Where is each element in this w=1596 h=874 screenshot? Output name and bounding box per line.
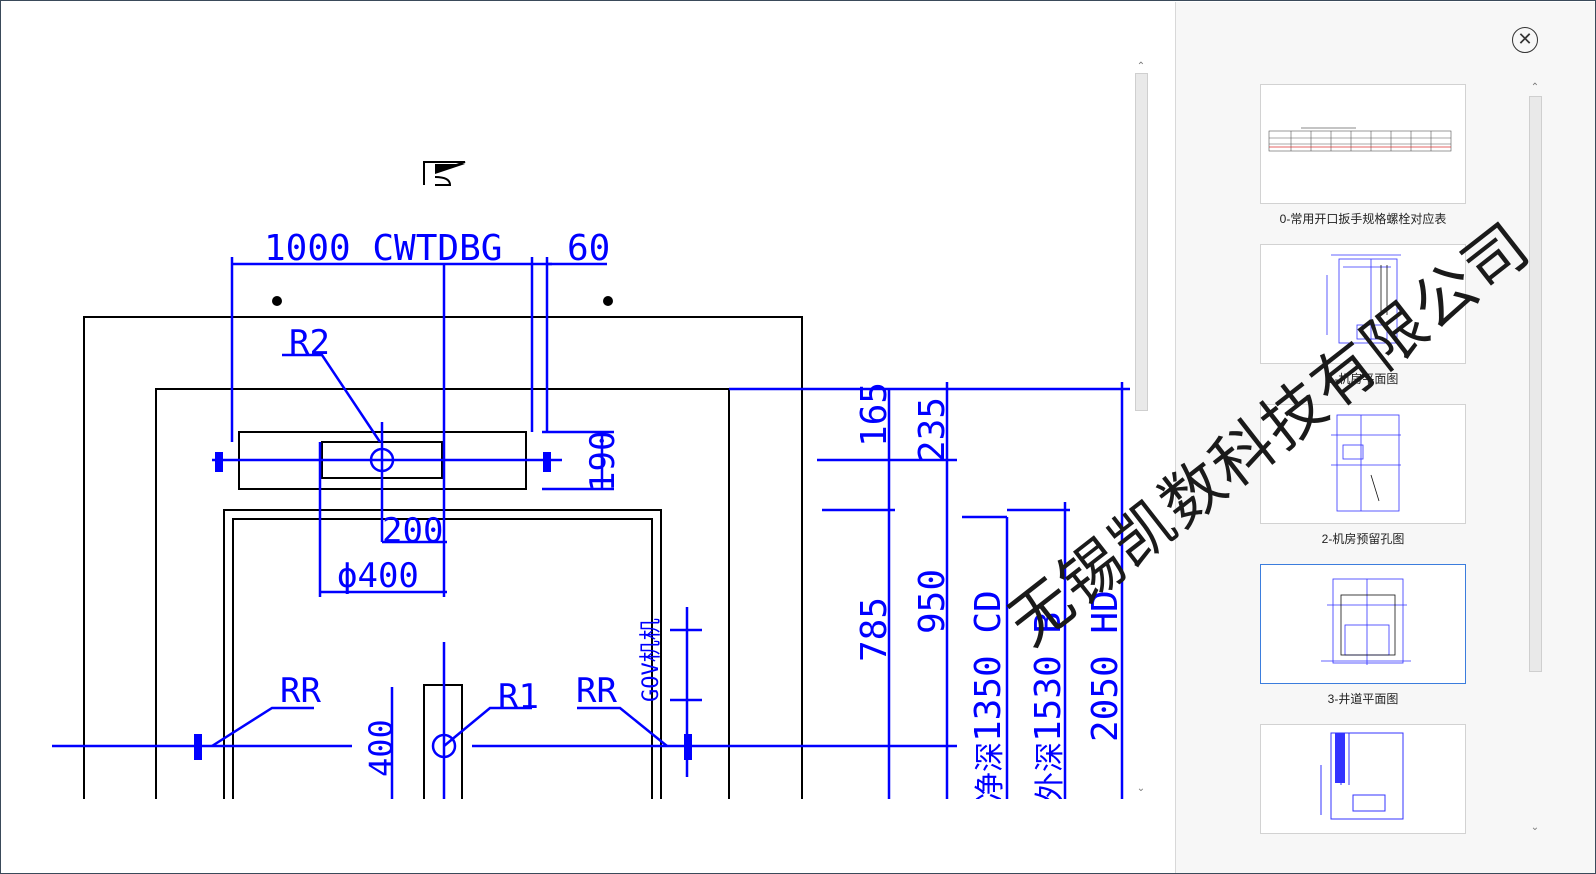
dim-1530-b: 1530 B xyxy=(1028,612,1069,742)
scroll-thumb[interactable] xyxy=(1135,73,1148,411)
dim-400: 400 xyxy=(362,719,400,777)
label-r1: R1 xyxy=(498,677,539,717)
label-net-depth: 净深 xyxy=(973,742,1008,799)
dim-785: 785 xyxy=(854,597,895,662)
dim-235: 235 xyxy=(912,397,953,462)
dim-190: 190 xyxy=(583,431,623,492)
dim-1350-cd: 1350 CD xyxy=(968,590,1009,742)
scroll-down-icon[interactable]: ⌄ xyxy=(1136,783,1146,794)
scroll-thumb[interactable] xyxy=(1529,96,1542,672)
thumbnail-1[interactable]: 1-机房平面图 xyxy=(1260,244,1466,387)
thumbnail-3[interactable]: 3-井道平面图 xyxy=(1260,564,1466,707)
thumbnail-0[interactable]: 0-常用开口扳手规格螺栓对应表 xyxy=(1260,84,1466,227)
dim-950: 950 xyxy=(912,569,953,634)
scroll-up-icon[interactable]: ⌃ xyxy=(1530,82,1540,93)
thumbnail-image xyxy=(1260,84,1466,204)
dim-phi400: ϕ400 xyxy=(337,556,419,596)
thumbnail-image xyxy=(1260,244,1466,364)
dim-165: 165 xyxy=(854,382,895,447)
scroll-up-icon[interactable]: ⌃ xyxy=(1136,61,1146,72)
dim-1000-cwtdbg: 1000 CWTDBG xyxy=(264,228,502,269)
scroll-down-icon[interactable]: ⌄ xyxy=(1530,822,1540,833)
thumbnail-image xyxy=(1260,724,1466,834)
drawing-canvas[interactable]: 1000 CWTDBG 60 R2 200 ϕ400 RR R1 RR 190 … xyxy=(2,2,1174,799)
thumbnail-sidebar: ✕ 0-常用开口扳手规格螺栓对应表 xyxy=(1175,2,1595,873)
thumbnail-4[interactable] xyxy=(1260,724,1466,834)
thumbnail-image xyxy=(1260,564,1466,684)
sidebar-scrollbar[interactable]: ⌃ ⌄ xyxy=(1528,82,1542,842)
drawing-scrollbar[interactable]: ⌃ ⌄ xyxy=(1134,61,1148,801)
thumbnail-label: 2-机房预留孔图 xyxy=(1321,532,1405,546)
close-icon[interactable]: ✕ xyxy=(1512,27,1538,53)
label-rr-right: RR xyxy=(576,671,617,711)
thumbnail-2[interactable]: 2-机房预留孔图 xyxy=(1260,404,1466,547)
page-gap xyxy=(2,799,1174,873)
thumbnail-image xyxy=(1260,404,1466,524)
dim-2050-hd: 2050 HD xyxy=(1085,590,1126,742)
thumbnail-label: 0-常用开口扳手规格螺栓对应表 xyxy=(1279,212,1447,226)
thumbnail-label: 1-机房平面图 xyxy=(1327,372,1399,386)
label-outer-depth: 外深 xyxy=(1033,742,1068,799)
dim-60: 60 xyxy=(567,228,610,269)
label-gov: GOV机机 xyxy=(639,618,664,702)
label-r2: R2 xyxy=(289,323,330,363)
dim-200: 200 xyxy=(382,511,443,551)
label-rr-left: RR xyxy=(280,671,321,711)
cad-drawing: 1000 CWTDBG 60 R2 200 ϕ400 RR R1 RR 190 … xyxy=(52,161,1130,799)
thumbnail-label: 3-井道平面图 xyxy=(1327,692,1399,706)
